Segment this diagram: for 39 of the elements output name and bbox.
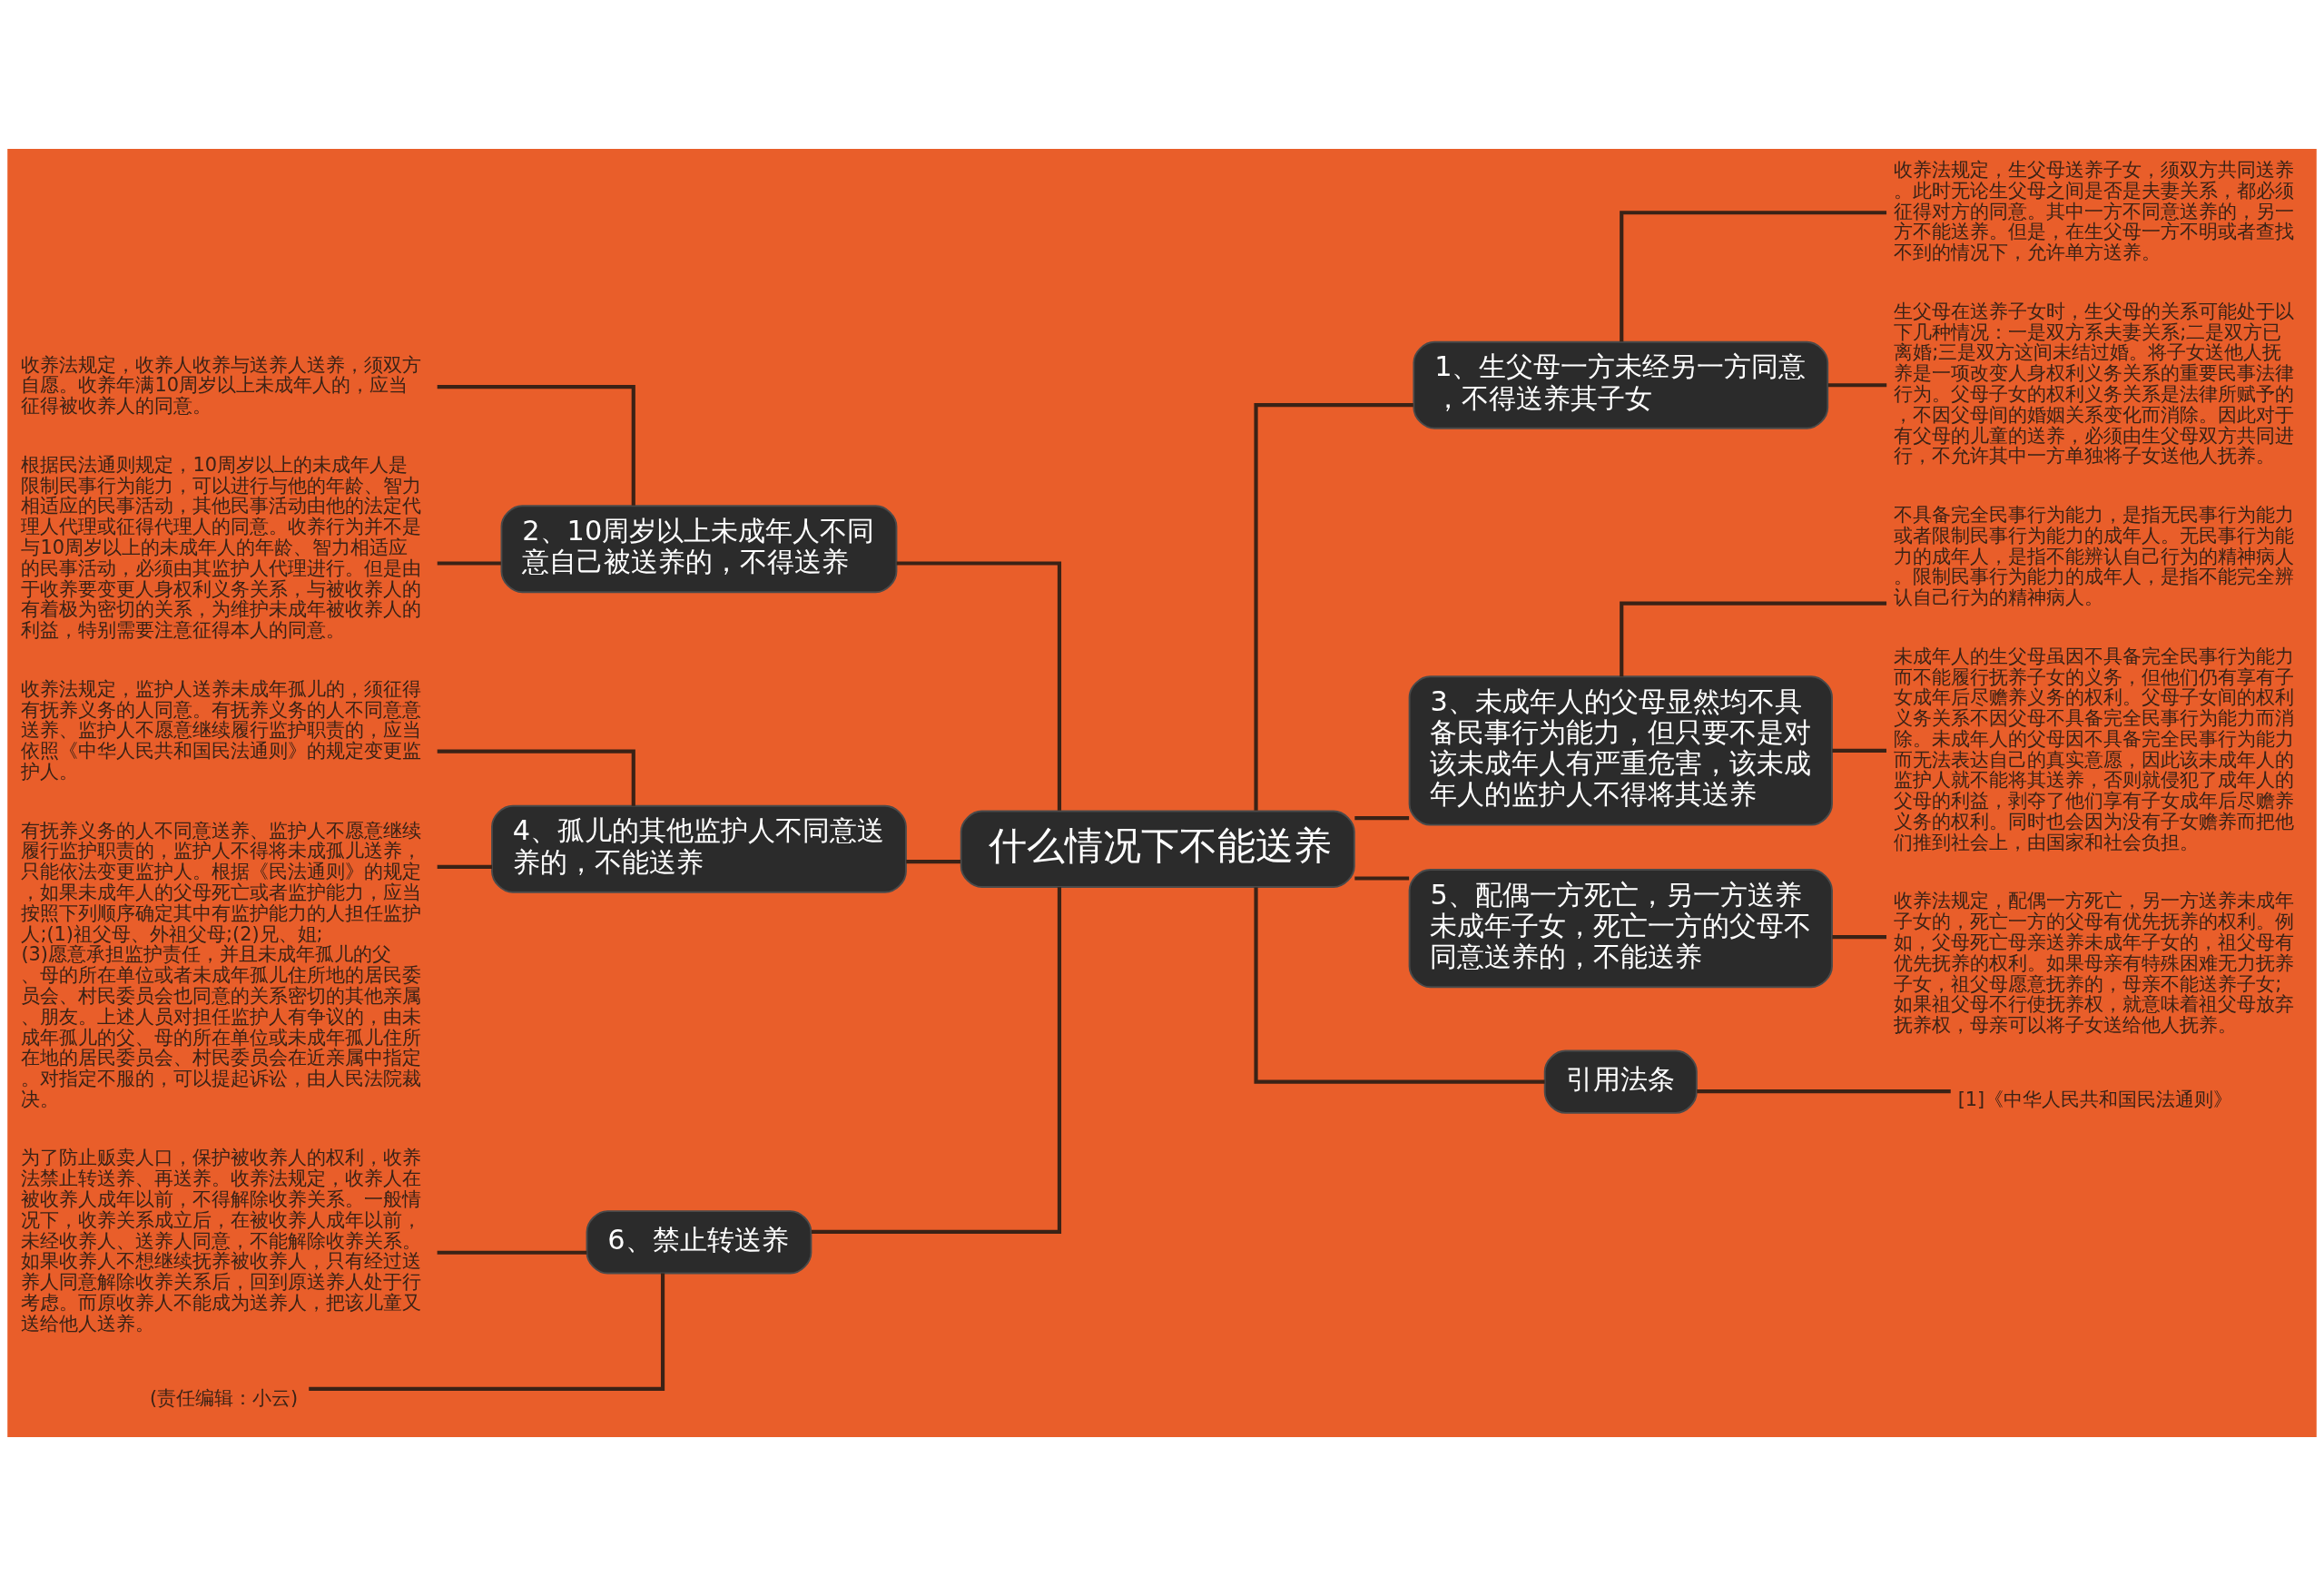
node-text: 生父母在送养子女时，生父母的关系可能处于以下几种情况：一是双方系夫妻关系;二是双方已离婚;三是双方这间未结过婚。将子女送他人抚养是一项改变人身权利义务关系的重要民事法律行为。父母子女的权利义务关系是法律所赋予的，不因父母间的婚姻关系变化而消除。因此对于有父母的儿童的送养，必须由生父母双方共同进行，不允许其中一方单独将子女送他人抚养。 — [1894, 300, 2295, 468]
connector — [1827, 383, 1887, 388]
node-text: 收养法规定，收养人收养与送养人送养，须双方自愿。收养年满10周岁以上未成年人的，应当征得被收养人的同意。 — [21, 353, 422, 418]
node-box: 3、未成年人的父母显然均不具备民事行为能力，但只要不是对该未成年人有严重危害，该未成年人的监护人不得将其送养 — [1408, 675, 1833, 826]
node-text: 不具备完全民事行为能力，是指无民事行为能力或者限制民事行为能力的成年人。无民事行为能力的成年人，是指不能辨认自己行为的精神病人。限制民事行为能力的成年人，是指不能完全辨认自己行为的精神病人。 — [1894, 503, 2295, 609]
node-text: 根据民法通则规定，10周岁以上的未成年人是限制民事行为能力，可以进行与他的年龄、智力相适应的民事活动，其他民事活动由他的法定代理人代理或征得代理人的同意。收养行为并不是与10周岁以上的未成年人的年龄、智力相适应的民事活动，必须由其监护人代理进行。但是由于收养要变更人身权利义务关系，与被收养人的有着极为密切的关系，为维护未成年被收养人的利益，特别需要注意征得本人的同意。 — [21, 453, 422, 642]
node-text: 收养法规定，生父母送养子女，须双方共同送养。此时无论生父母之间是否是夫妻关系，都必须征得对方的同意。其中一方不同意送养的，另一方不能送养。但是，在生父母一方不明或者查找不到的情况下，允许单方送养。 — [1894, 159, 2295, 264]
node-text: 收养法规定，配偶一方死亡，另一方送养未成年子女的，死亡一方的父母有优先抚养的权利。例如，父母死亡母亲送养未成年子女的，祖父母有优先抚养的权利。如果母亲有特殊困难无力抚养子女，祖父母愿意抚养的，母亲不能送养子女;如果祖父母不行使抚养权，就意味着祖父母放弃抚养权，母亲可以将子女送给他人抚养。 — [1894, 890, 2295, 1037]
node-box: 2、10周岁以上未成年人不同意自己被送养的，不得送养 — [500, 505, 898, 594]
node-text: 未成年人的生父母虽因不具备完全民事行为能力而不能履行抚养子女的义务，但他们仍有享有子女成年后尽赡养义务的权利。父母子女间的权利义务关系不因父母不具备完全民事行为能力而消除。未成年人的父母因不具备完全民事行为能力而无法表达自己的真实意愿，因此该未成年人的监护人就不能将其送养，否则就侵犯了成年人的父母的利益，剥夺了他们享有子女成年后尽赡养义务的权利。同时也会因为没有子女赡养而把他们推到社会上，由国家和社会负担。 — [1894, 645, 2295, 853]
node-box: 4、孤儿的其他监护人不同意送养的，不能送养 — [491, 804, 907, 893]
connector — [1354, 876, 1410, 881]
connector — [1620, 211, 1887, 342]
connector — [437, 1250, 587, 1255]
connector — [1354, 815, 1410, 821]
node-box: 5、配偶一方死亡，另一方送养未成年子女，死亡一方的父母不同意送养的，不能送养 — [1408, 869, 1833, 989]
connector — [1697, 1089, 1951, 1094]
connector — [437, 561, 501, 566]
node-box: 1、生父母一方未经另一方同意，不得送养其子女 — [1413, 340, 1829, 429]
connector — [437, 749, 635, 806]
connector — [906, 860, 961, 864]
connector — [896, 561, 1062, 811]
connector — [437, 864, 492, 869]
connector — [437, 385, 635, 506]
node-text: 有抚养义务的人不同意送养、监护人不愿意继续履行监护职责的，监护人不得将未成孤儿送养，只能依法变更监护人。根据《民法通则》的规定，如果未成年人的父母死亡或者监护能力，应当按照下列顺序确定其中有监护能力的人担任监护人;(1)祖父母、外祖父母;(2)兄、姐;(3)愿意承担监护责任，并且未成年孤儿的父、母的所在单位或者未成年孤儿住所地的居民委员会、村民委员会也同意的关系密切的其他亲属、朋友。上述人员对担任监护人有争议的，由未成年孤儿的父、母的所在单位或未成年孤儿住所在地的居民委员会、村民委员会在近亲属中指定。对指定不服的，可以提起诉讼，由人民法院裁决。 — [21, 819, 422, 1110]
connector — [1832, 935, 1886, 940]
connector — [1620, 601, 1887, 677]
node-box: 什么情况下不能送养 — [960, 810, 1355, 888]
node-box: 引用法条 — [1543, 1049, 1698, 1114]
node-text: (责任编辑：小云) — [149, 1386, 299, 1409]
node-text: 收养法规定，监护人送养未成年孤儿的，须征得有抚养义务的人同意。有抚养义务的人不同意意送养、监护人不愿意继续履行监护职责的，应当依照《中华人民共和国民法通则》的规定变更监护人。 — [21, 677, 422, 783]
node-text: 为了防止贩卖人口，保护被收养人的权利，收养法禁止转送养、再送养。收养法规定，收养人在被收养人成年以前，不得解除收养关系。一般情况下，收养关系成立后，在被收养人成年以前，未经收养人、送养人同意，不能解除收养关系。如果收养人不想继续抚养被收养人，只有经过送养人同意解除收养关系后，回到原送养人处于行考虑。而原收养人不能成为送养人，把该儿童又送给他人送养。 — [21, 1147, 422, 1335]
connector — [309, 1273, 665, 1391]
connector — [1832, 748, 1886, 754]
connector — [1254, 887, 1545, 1084]
node-box: 6、禁止转送养 — [586, 1210, 812, 1275]
connector — [1254, 403, 1413, 811]
connector — [811, 887, 1062, 1235]
node-text: [1]《中华人民共和国民法通则》 — [1957, 1088, 2233, 1110]
